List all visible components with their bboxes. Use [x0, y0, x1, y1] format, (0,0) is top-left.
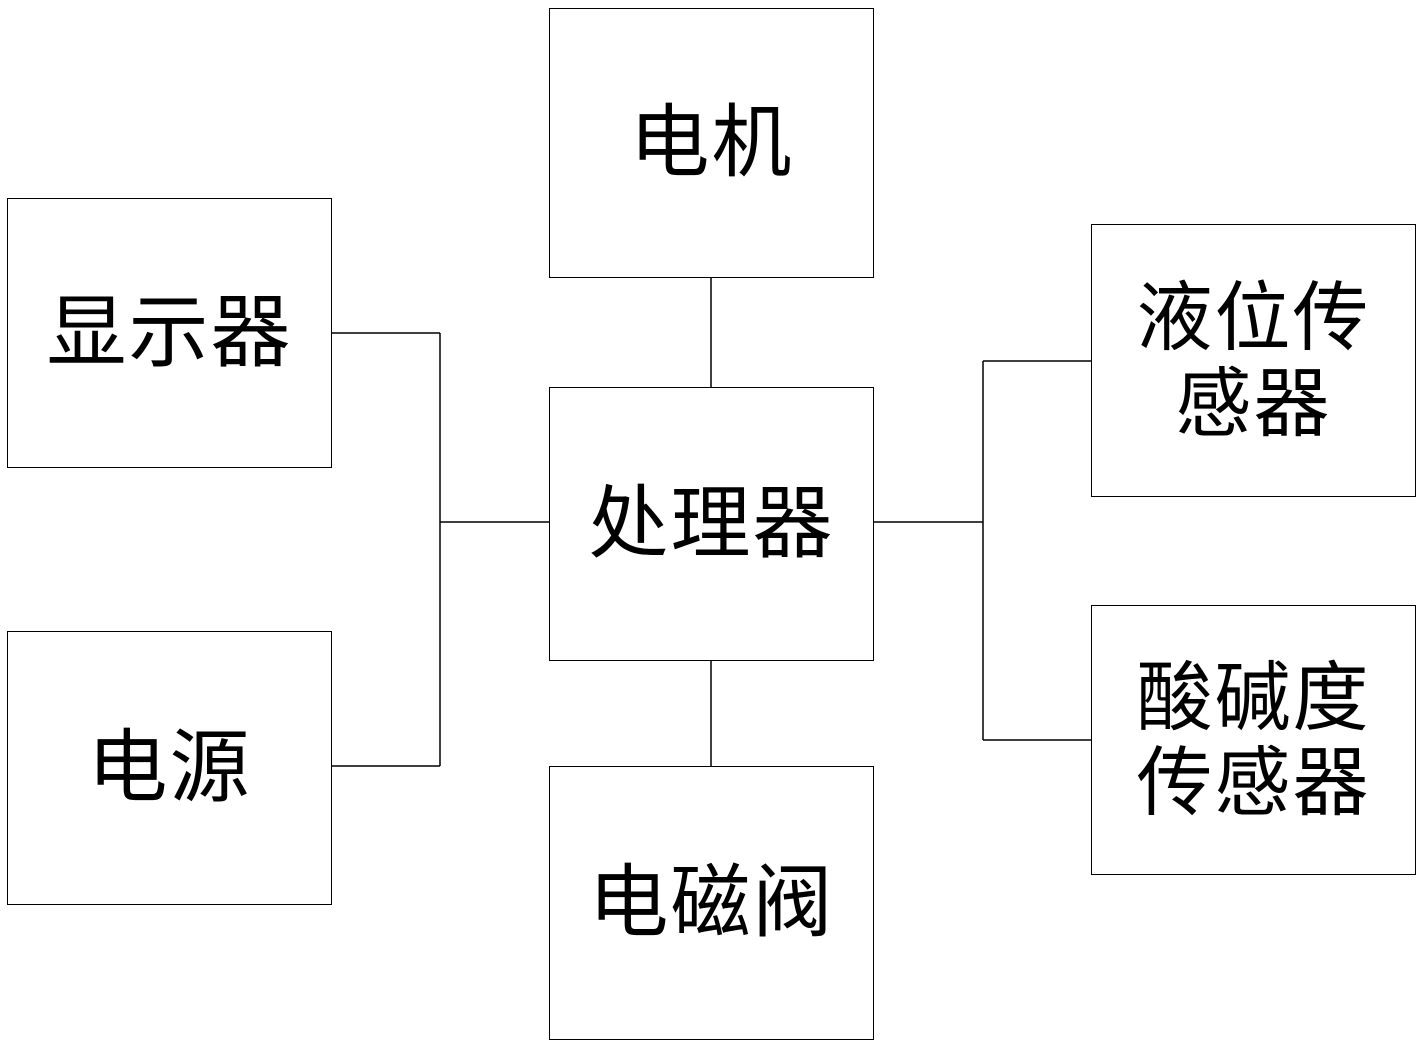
motor-label-text: 电机	[629, 96, 794, 190]
power-label-text: 电源	[87, 721, 252, 815]
ph-sensor-label-line-1: 酸碱度	[1136, 652, 1371, 742]
level-sensor-box: 液位传 感器	[1091, 224, 1416, 497]
display-box: 显示器	[7, 198, 332, 468]
processor-box: 处理器	[549, 387, 874, 661]
ph-sensor-box: 酸碱度 传感器	[1091, 605, 1416, 875]
ph-sensor-label-line-2: 传感器	[1136, 738, 1371, 827]
processor-label: 处理器	[589, 479, 835, 569]
level-sensor-label-line-1: 液位传	[1136, 273, 1371, 363]
solenoid-valve-label-text: 电磁阀	[588, 856, 835, 950]
solenoid-valve-box: 电磁阀	[549, 766, 874, 1040]
solenoid-valve-label: 电磁阀	[589, 858, 835, 948]
motor-label: 电机	[630, 98, 794, 188]
processor-label-text: 处理器	[588, 477, 835, 571]
power-label: 电源	[88, 723, 252, 813]
power-box: 电源	[7, 631, 332, 905]
display-label: 显示器	[47, 288, 293, 378]
motor-box: 电机	[549, 8, 874, 278]
ph-sensor-label: 酸碱度 传感器	[1137, 655, 1371, 825]
display-label-text: 显示器	[46, 286, 293, 380]
level-sensor-label: 液位传 感器	[1137, 275, 1371, 445]
level-sensor-label-line-2: 感器	[1175, 358, 1332, 448]
